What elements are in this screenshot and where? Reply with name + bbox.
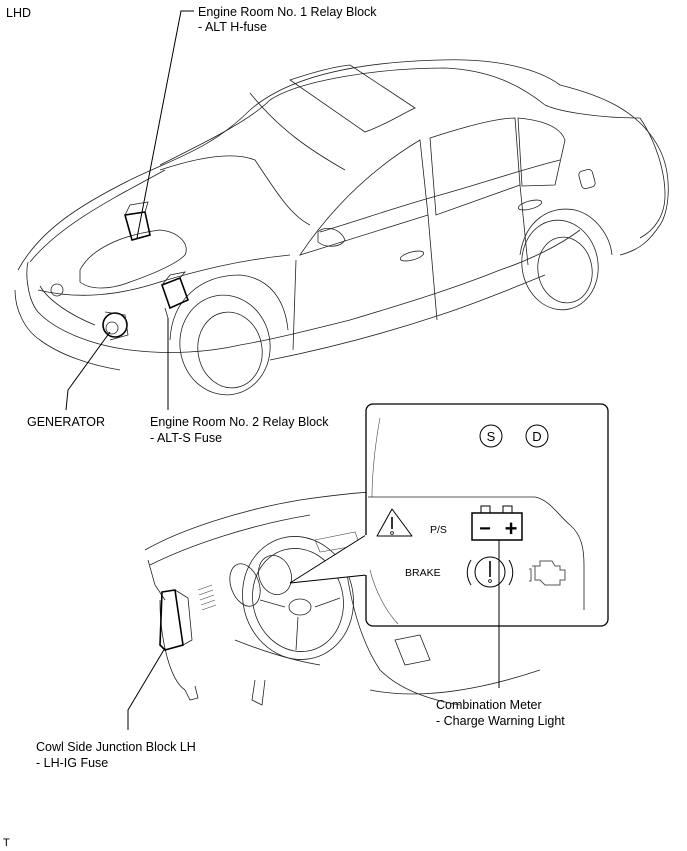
battery-charge-warning-icon: − + — [471, 505, 523, 541]
svg-text:S: S — [487, 429, 496, 444]
footer-mark: T — [3, 837, 10, 849]
check-engine-icon — [529, 560, 566, 586]
sport-indicator-icon: S — [479, 424, 503, 448]
callout-er1-title: Engine Room No. 1 Relay Block — [198, 5, 377, 19]
ps-label: P/S — [430, 524, 447, 536]
dashboard-illustration — [144, 489, 541, 706]
warning-triangle-icon — [376, 508, 413, 537]
callout-combo-detail: - Charge Warning Light — [436, 714, 565, 728]
leader-er1 — [136, 10, 194, 239]
callout-generator-title: GENERATOR — [27, 415, 106, 429]
car-illustration — [14, 59, 669, 396]
lhd-label: LHD — [6, 6, 32, 20]
er2-relay-block — [160, 271, 190, 319]
callout-er2-title: Engine Room No. 2 Relay Block — [150, 415, 329, 429]
brake-label: BRAKE — [405, 567, 441, 579]
generator-component — [102, 311, 129, 341]
leader-cowl — [127, 647, 166, 730]
callout-combo-title: Combination Meter — [436, 698, 542, 712]
meter-inset: S D P/S BRAKE − + — [289, 403, 609, 688]
callout-cowl-title: Cowl Side Junction Block LH — [36, 740, 196, 754]
svg-text:D: D — [532, 429, 541, 444]
callout-cowl-detail: - LH-IG Fuse — [36, 756, 109, 770]
brake-warning-icon — [466, 556, 514, 588]
drive-indicator-icon: D — [525, 424, 549, 448]
er1-relay-block — [123, 201, 151, 241]
callout-er1-detail: - ALT H-fuse — [198, 20, 268, 34]
svg-text:−: − — [479, 518, 491, 540]
callout-er2-detail: - ALT-S Fuse — [150, 431, 223, 445]
leader-generator — [65, 331, 111, 411]
svg-text:+: + — [505, 516, 518, 541]
cowl-junction-block — [159, 589, 193, 651]
